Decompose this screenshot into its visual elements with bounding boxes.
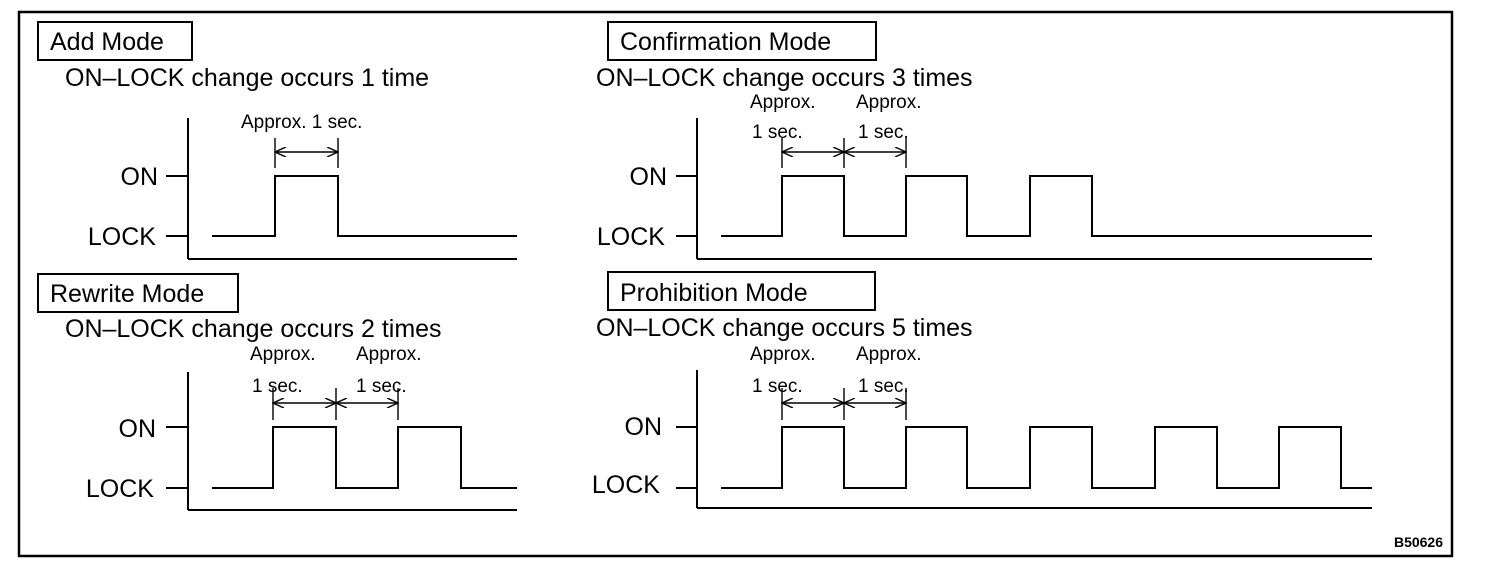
mode-description: ON–LOCK change occurs 3 times: [596, 64, 973, 92]
timing-label: 1 sec.: [858, 376, 909, 397]
panel-rewrite-mode: Rewrite Mode ON–LOCK change occurs 2 tim…: [37, 273, 517, 511]
timing-label: 1 sec.: [752, 376, 803, 397]
timing-label: Approx.: [250, 344, 315, 365]
on-level-label: ON: [625, 413, 663, 441]
timing-label: Approx.: [356, 344, 421, 365]
mode-title-box: [37, 21, 193, 61]
pulse-waveform: [212, 426, 517, 489]
lock-level-label: LOCK: [88, 223, 156, 251]
timing-label: 1 sec.: [858, 122, 909, 143]
timing-label: 1 sec.: [752, 122, 803, 143]
mode-title-box: [37, 273, 239, 313]
timing-label: Approx.: [750, 92, 815, 113]
timing-label: 1 sec.: [356, 376, 407, 397]
mode-title-box: [607, 21, 877, 61]
timing-label: Approx. 1 sec.: [241, 112, 362, 133]
outer-frame: [17, 10, 1454, 558]
panel-prohibition-mode: Prohibition Mode ON–LOCK change occurs 5…: [592, 271, 1372, 509]
mode-title: Confirmation Mode: [620, 28, 831, 56]
on-level-label: ON: [630, 163, 668, 191]
panel-add-mode: Add Mode ON–LOCK change occurs 1 time ON…: [37, 21, 517, 260]
timing-label: Approx.: [750, 344, 815, 365]
figure-code: B50626: [1394, 534, 1443, 550]
pulse-waveform: [212, 175, 517, 237]
mode-title-box: [607, 271, 876, 311]
panel-confirmation-mode: Confirmation Mode ON–LOCK change occurs …: [596, 21, 1372, 260]
mode-description: ON–LOCK change occurs 2 times: [65, 315, 442, 343]
mode-title: Rewrite Mode: [50, 280, 204, 308]
pulse-waveform: [721, 175, 1372, 237]
timing-label: Approx.: [856, 344, 921, 365]
timing-label: Approx.: [856, 92, 921, 113]
mode-description: ON–LOCK change occurs 1 time: [65, 64, 429, 92]
pulse-waveform: [721, 426, 1372, 489]
on-level-label: ON: [119, 415, 157, 443]
mode-description: ON–LOCK change occurs 5 times: [596, 314, 973, 342]
mode-title: Add Mode: [50, 28, 164, 56]
lock-level-label: LOCK: [86, 475, 154, 503]
mode-title: Prohibition Mode: [620, 279, 808, 307]
lock-level-label: LOCK: [592, 471, 660, 499]
timing-label: 1 sec.: [252, 376, 303, 397]
lock-level-label: LOCK: [597, 223, 665, 251]
on-level-label: ON: [121, 163, 159, 191]
